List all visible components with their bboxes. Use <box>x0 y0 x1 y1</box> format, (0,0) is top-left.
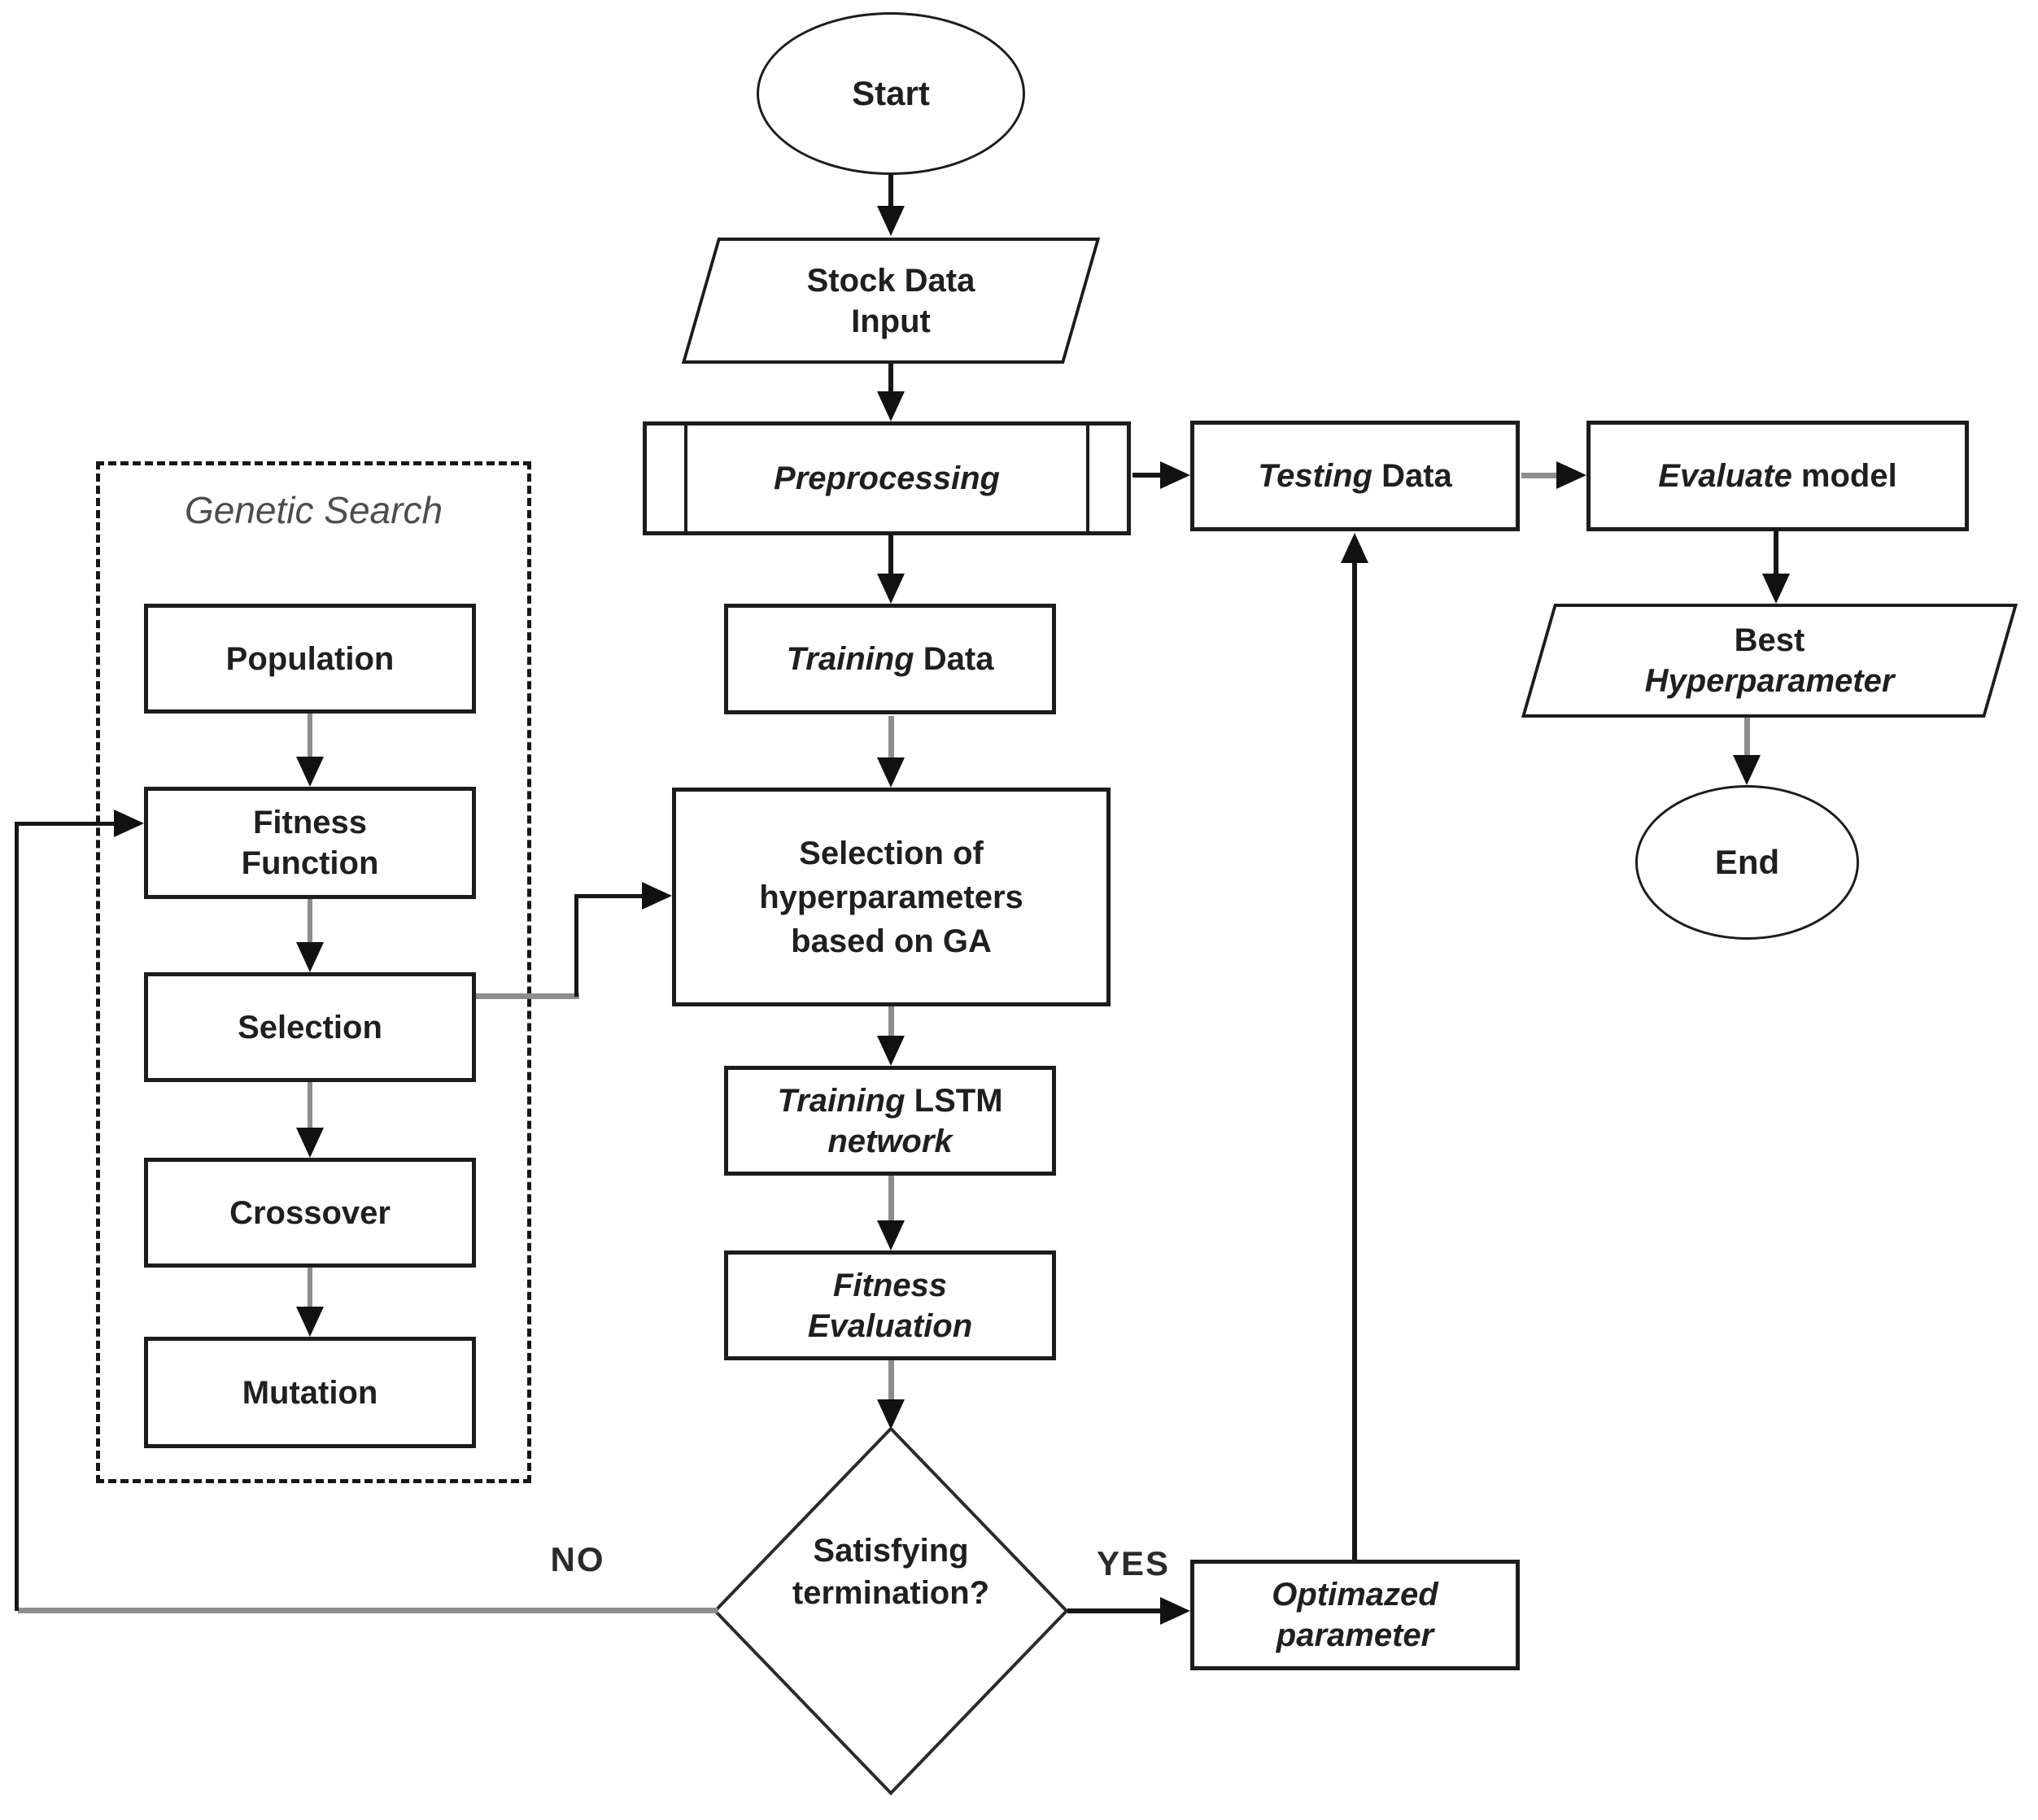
decision-label: Satisfying termination? <box>792 1533 990 1611</box>
testing-data-node: Testing Data <box>1190 421 1520 531</box>
edge-ga-lstm-arrowhead <box>877 1036 905 1066</box>
edge-crossover-mutation-arrowhead <box>296 1307 324 1337</box>
selection-label: Selection <box>238 1009 382 1045</box>
edge-selection-ga-segment2 <box>574 894 578 997</box>
edge-preprocessing-testing-line <box>1132 473 1164 478</box>
fitness-function-node: Fitness Function <box>144 787 476 899</box>
training-lstm-label: Training LSTM network <box>777 1082 1003 1159</box>
edge-lstm-fitnesseval-line <box>888 1176 894 1224</box>
testing-data-label: Testing Data <box>1258 458 1452 494</box>
fitness-evaluation-label: Fitness Evaluation <box>807 1267 973 1344</box>
no-label: NO <box>550 1540 605 1578</box>
decision-diamond-shape <box>713 1426 1069 1796</box>
edge-no-segment2 <box>15 822 19 1611</box>
edge-population-fitness-line <box>308 714 312 761</box>
yes-label: YES <box>1096 1544 1171 1582</box>
edge-population-fitness-arrowhead <box>296 757 324 787</box>
edge-ga-lstm-line <box>888 1006 894 1040</box>
edge-training-ga-line <box>888 716 894 762</box>
optimized-parameter-node: Optimazed parameter <box>1190 1560 1520 1670</box>
start-node: Start <box>757 12 1025 175</box>
edge-best-end-arrowhead <box>1733 755 1761 785</box>
training-data-label: Training Data <box>786 641 994 677</box>
edge-start-stock-line <box>888 175 893 210</box>
best-hyperparameter-label: Best Hyperparameter <box>1644 622 1895 699</box>
edge-yes-arrowhead <box>1160 1597 1190 1625</box>
edge-evaluate-best-arrowhead <box>1762 574 1790 604</box>
edge-evaluate-best-line <box>1774 531 1778 578</box>
edge-fitness-selection-line <box>308 899 312 946</box>
edge-no-segment3 <box>15 822 114 826</box>
edge-preprocessing-training-line <box>888 535 893 578</box>
edge-fitnesseval-decision-line <box>888 1360 894 1403</box>
edge-selection-ga-segment1 <box>476 993 579 999</box>
selection-node: Selection <box>144 972 476 1082</box>
edge-optimized-testing-line <box>1352 560 1357 1560</box>
evaluate-model-label: Evaluate model <box>1658 458 1897 494</box>
edge-stock-preprocessing-line <box>888 364 893 395</box>
preprocessing-node: Preprocessing <box>643 421 1131 535</box>
training-lstm-node: Training LSTM network <box>724 1066 1056 1176</box>
edge-preprocessing-testing-arrowhead <box>1160 461 1190 489</box>
edge-testing-evaluate-arrowhead <box>1556 461 1586 489</box>
fitness-evaluation-node: Fitness Evaluation <box>724 1250 1056 1360</box>
preprocessing-label: Preprocessing <box>774 460 1000 496</box>
edge-no-arrowhead <box>114 810 144 837</box>
population-node: Population <box>144 604 476 714</box>
edge-fitnesseval-decision-arrowhead <box>877 1399 905 1429</box>
crossover-node: Crossover <box>144 1158 476 1268</box>
edge-optimized-testing-arrowhead <box>1341 533 1368 563</box>
edge-testing-evaluate-line <box>1521 473 1560 478</box>
end-label: End <box>1714 843 1780 881</box>
end-node: End <box>1635 785 1859 940</box>
fitness-function-label: Fitness Function <box>241 805 379 881</box>
edge-preprocessing-training-arrowhead <box>877 574 905 604</box>
edge-selection-crossover-line <box>308 1082 312 1132</box>
edge-no-segment1 <box>18 1608 718 1613</box>
edge-lstm-fitnesseval-arrowhead <box>877 1220 905 1250</box>
population-label: Population <box>225 640 395 677</box>
optimized-parameter-label: Optimazed parameter <box>1272 1577 1438 1653</box>
training-data-node: Training Data <box>724 604 1056 714</box>
preprocessing-left-bar <box>684 426 687 531</box>
edge-selection-ga-segment3 <box>574 894 642 898</box>
edge-selection-ga-arrowhead <box>642 882 672 910</box>
edge-stock-preprocessing-arrowhead <box>877 391 905 421</box>
ga-selection-label: Selection of hyperparameters based on GA <box>759 835 1023 959</box>
edge-selection-crossover-arrowhead <box>296 1128 324 1158</box>
edge-training-ga-arrowhead <box>877 757 905 788</box>
evaluate-model-node: Evaluate model <box>1586 421 1969 531</box>
genetic-search-group-label: Genetic Search <box>184 489 443 531</box>
mutation-node: Mutation <box>144 1337 476 1448</box>
stock-data-input-label: Stock Data Input <box>806 262 975 339</box>
edge-yes-line <box>1067 1608 1164 1613</box>
edge-fitness-selection-arrowhead <box>296 942 324 972</box>
edge-crossover-mutation-line <box>308 1268 312 1311</box>
genetic-search-group-border <box>96 461 531 1483</box>
preprocessing-right-bar <box>1086 426 1089 531</box>
edge-best-end-line <box>1744 718 1750 759</box>
crossover-label: Crossover <box>229 1194 391 1231</box>
start-label: Start <box>852 74 930 112</box>
edge-start-stock-arrowhead <box>877 206 905 236</box>
mutation-label: Mutation <box>242 1374 378 1411</box>
ga-selection-node: Selection of hyperparameters based on GA <box>672 788 1111 1006</box>
